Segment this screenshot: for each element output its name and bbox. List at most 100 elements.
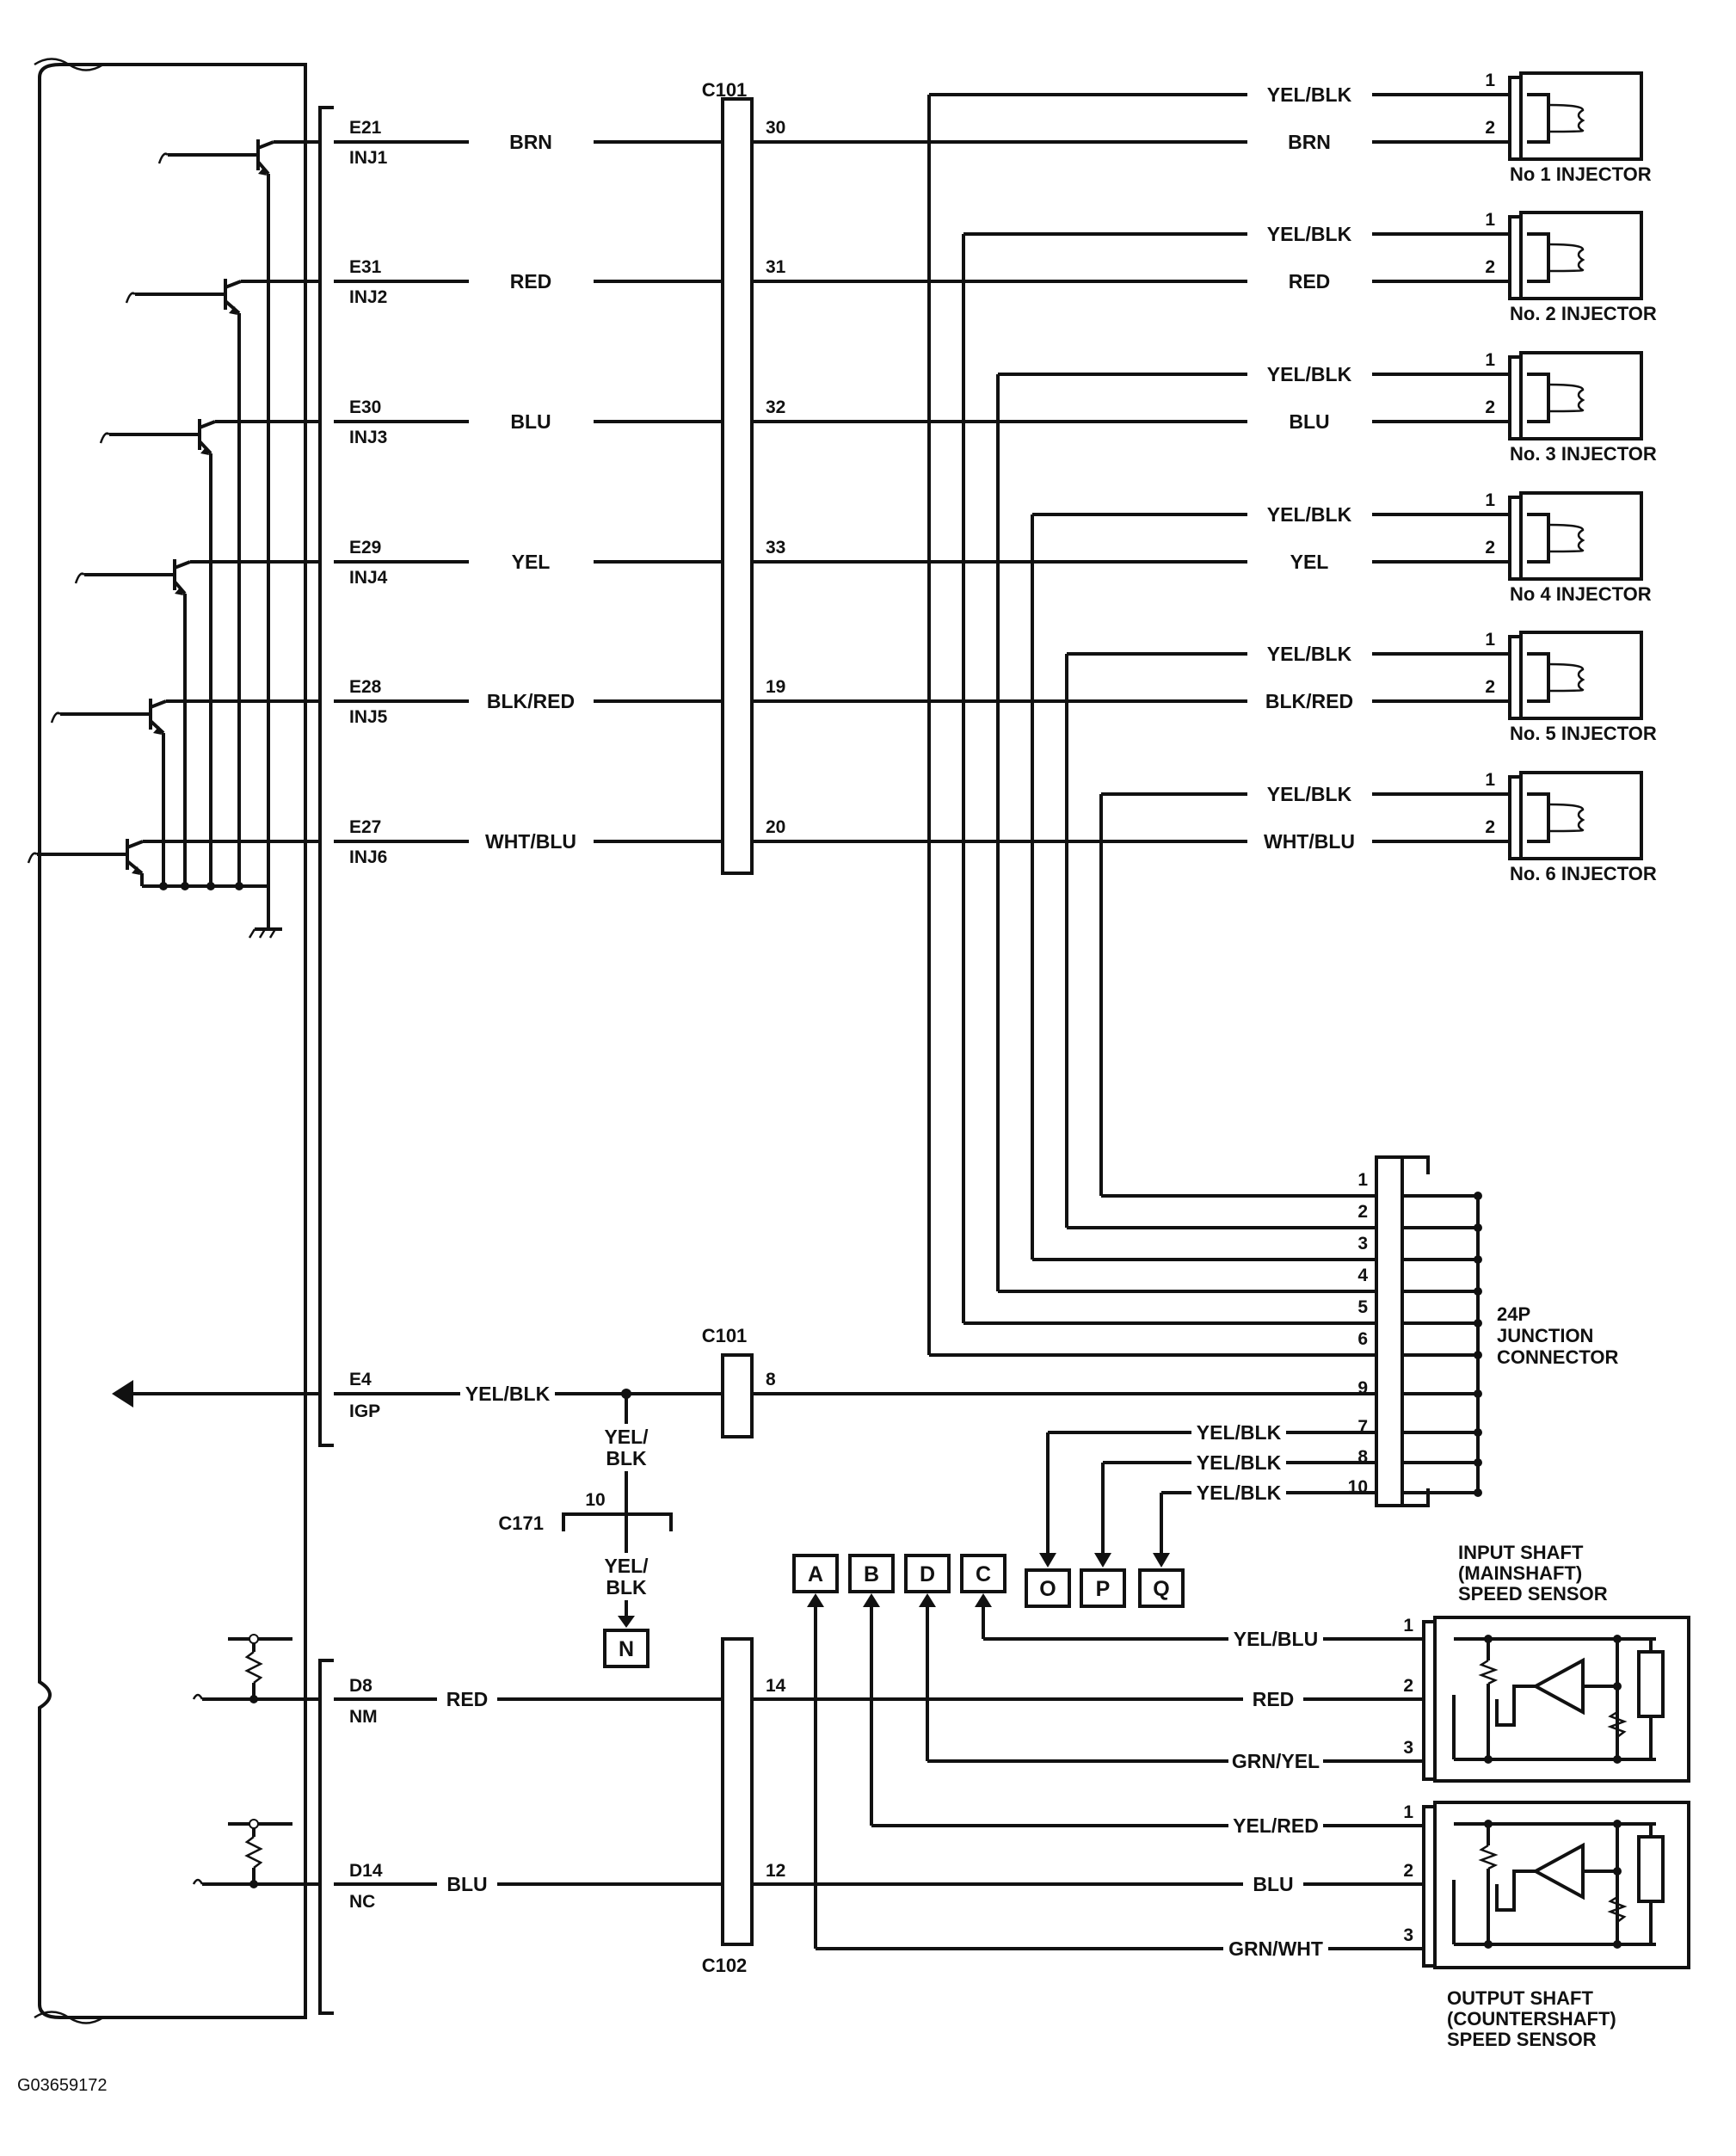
emitter-arrow-icon [258, 167, 267, 176]
label-bg [1247, 269, 1372, 293]
input-sensor-wire-2: RED [1253, 1688, 1295, 1710]
injector-feed-wire-5: YEL/BLK [1267, 643, 1352, 665]
injector-body [1519, 211, 1643, 300]
ref-box-a: A [808, 1562, 823, 1586]
junction-dot [1484, 1940, 1493, 1949]
injector-pin2-6: 2 [1485, 817, 1495, 837]
input-sensor-pin-3: 3 [1403, 1738, 1413, 1758]
amplifier-icon [1531, 1842, 1585, 1900]
resistor-icon [1478, 1659, 1499, 1685]
injector-pin1-3: 1 [1485, 350, 1495, 370]
resistor-icon [1607, 1710, 1628, 1738]
c102-pin-12: 12 [766, 1861, 785, 1881]
junction-branch-wire-3: YEL/BLK [1197, 1481, 1282, 1504]
injector-drivers [27, 139, 320, 890]
ref-box-b: B [864, 1562, 879, 1586]
injector-pin2-4: 2 [1485, 538, 1495, 557]
injector-signal-wire-6: WHT/BLU [1264, 830, 1355, 853]
emitter-arrow-icon [132, 866, 140, 875]
ref-box-c: C [976, 1562, 991, 1586]
c171-wire-bottom-2: BLK [606, 1576, 647, 1599]
input-sensor-title-3: SPEED SENSOR [1458, 1583, 1608, 1605]
input-sensor-wire-1: YEL/BLU [1234, 1628, 1318, 1650]
input-sensor-wire-3: GRN/YEL [1232, 1750, 1320, 1772]
ref-box-o: O [1039, 1577, 1056, 1601]
injector-signal-wire-3: BLU [1289, 410, 1329, 433]
input-break [157, 152, 169, 164]
ecm-input-circuits [192, 1634, 320, 1888]
injector-feed-wire-6: YEL/BLK [1267, 783, 1352, 805]
input-break [74, 572, 85, 584]
emitter [149, 719, 165, 735]
collector [174, 560, 191, 570]
injector-lead [1527, 93, 1550, 144]
ref-box-q: Q [1153, 1577, 1169, 1601]
sensor-element [1637, 1650, 1665, 1718]
output-sensor-title-1: OUTPUT SHAFT [1447, 1987, 1593, 2009]
ecm-housing [34, 58, 307, 2024]
ref-box-n: N [619, 1637, 634, 1661]
collector [150, 699, 167, 709]
output-sensor-pin-2: 2 [1403, 1861, 1413, 1881]
injector-body [1519, 71, 1643, 161]
input-break [125, 292, 136, 304]
output-sensor-wire-3: GRN/WHT [1228, 1937, 1323, 1960]
injector-lead [1527, 652, 1550, 703]
label-bg [1247, 362, 1372, 386]
label-bg [469, 410, 594, 434]
collector [225, 280, 242, 289]
label-bg [1247, 642, 1372, 666]
igp-signal: IGP [349, 1401, 380, 1421]
injector-signal-wire-2: RED [1289, 270, 1331, 293]
injector-lead [1527, 232, 1550, 283]
ecm-signal-1: INJ1 [349, 148, 388, 168]
input-break [99, 432, 110, 444]
c102-connector: C102 [702, 1637, 754, 1976]
amplifier-icon [1531, 1657, 1585, 1716]
c171-pin: 10 [585, 1490, 605, 1510]
figure-id: G03659172 [17, 2076, 108, 2095]
label-bg [1247, 502, 1372, 527]
coil-icon [1548, 803, 1585, 833]
injector-connector [1508, 635, 1521, 720]
driver-transistor-5 [50, 699, 320, 886]
c101-pin-5: 19 [766, 677, 785, 697]
emitter [198, 440, 212, 455]
label-bg [1247, 410, 1372, 434]
injector-pin1-1: 1 [1485, 71, 1495, 90]
c101-lower-pin: 8 [766, 1370, 776, 1389]
emitter-arrow-icon [175, 587, 183, 595]
injector-pin2-3: 2 [1485, 397, 1495, 417]
driver-transistor-1 [157, 139, 320, 886]
ecm-pin-3: E30 [349, 397, 381, 417]
ecm-wire-label-4: YEL [512, 551, 551, 573]
injector-body [1519, 631, 1643, 720]
ecm-pin-5: E28 [349, 677, 382, 697]
emitter [173, 580, 187, 595]
injector-connector [1508, 775, 1521, 860]
injector-signal-wire-1: BRN [1288, 131, 1331, 153]
junction-pin-3: 3 [1357, 1234, 1368, 1254]
igp-pin: E4 [349, 1370, 372, 1389]
nm-circuit: D8 NM RED 14 [334, 1676, 1424, 1727]
emitter-arrow-icon [153, 726, 162, 735]
injector-label-2: No. 2 INJECTOR [1510, 303, 1657, 324]
junction-dot [1613, 1682, 1622, 1691]
resistor-icon [1478, 1844, 1499, 1870]
emitter [224, 299, 241, 315]
injector-pin1-4: 1 [1485, 490, 1495, 510]
junction-pin-5: 5 [1357, 1297, 1368, 1317]
injector-feed-wire-4: YEL/BLK [1267, 503, 1352, 526]
ecm-pin-2: E31 [349, 257, 382, 277]
driver-transistor-4 [74, 559, 320, 886]
junction-pin-7: 9 [1357, 1378, 1368, 1398]
nc-pin: D14 [349, 1861, 383, 1881]
driver-transistor-6 [27, 839, 320, 886]
injector-signal-wire-5: BLK/RED [1265, 690, 1353, 712]
amp-in [1495, 1685, 1536, 1727]
output-sensor-wire-2: BLU [1253, 1873, 1293, 1895]
